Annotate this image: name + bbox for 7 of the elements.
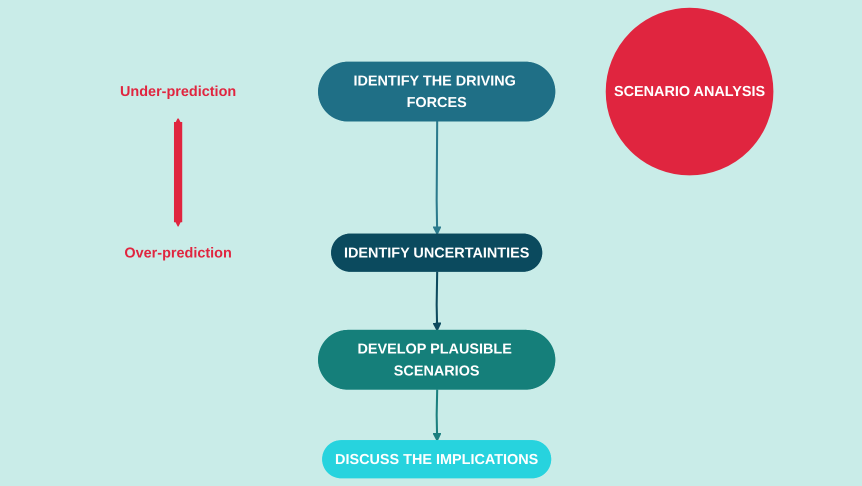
arrow (174, 118, 183, 227)
arrow (432, 121, 442, 236)
node-circle: SCENARIO ANALYSIS (606, 8, 774, 176)
arrow (432, 272, 442, 332)
arrow (432, 390, 442, 442)
node-text: Over-prediction (124, 244, 232, 260)
node-text: Under-prediction (120, 82, 236, 100)
